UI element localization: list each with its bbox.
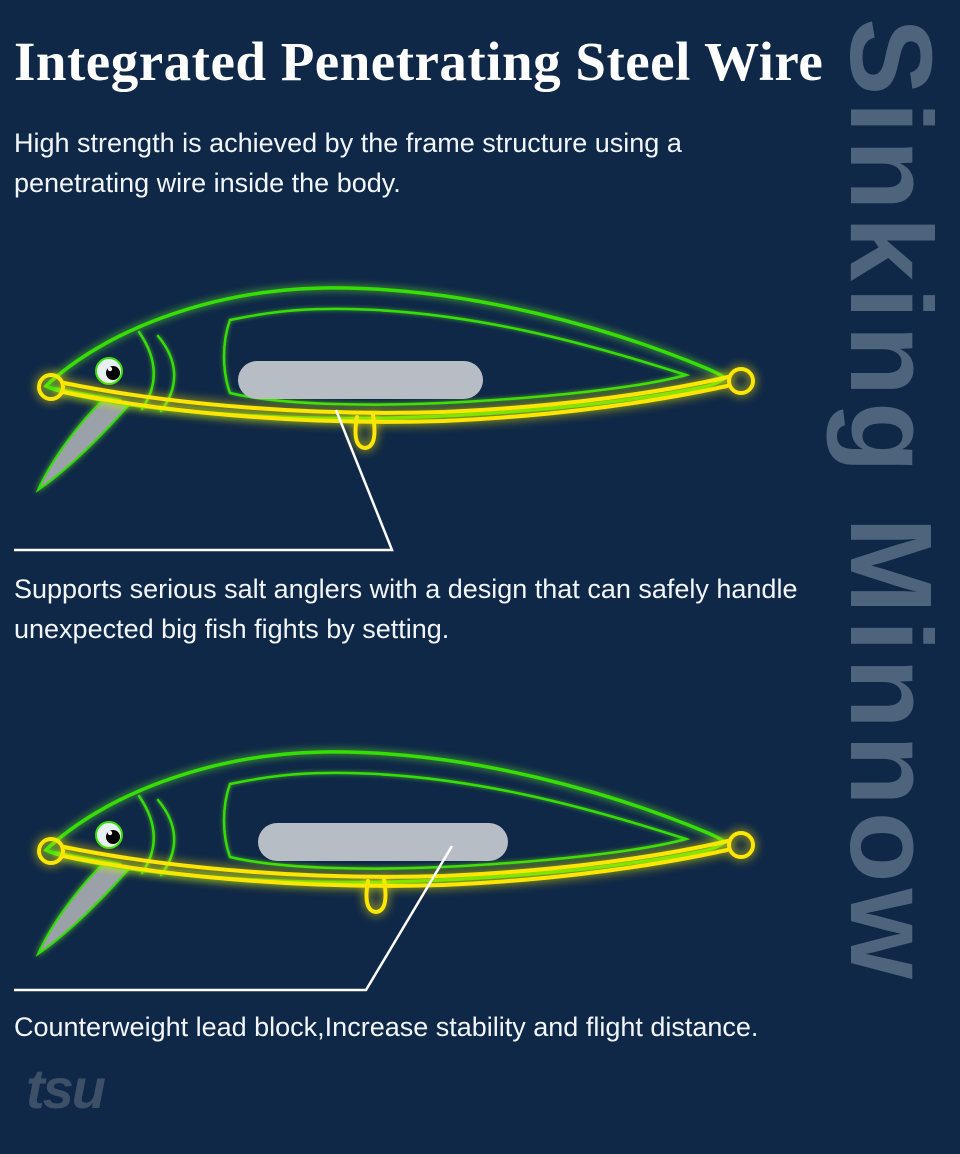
brand-logo: tsu xyxy=(26,1057,106,1120)
pectoral-fin xyxy=(35,862,130,957)
caption-lead-block: Counterweight lead block,Increase stabil… xyxy=(14,1012,759,1042)
mouth-line xyxy=(46,385,122,402)
through-wire-upper xyxy=(62,375,730,415)
intro-text: High strength is achieved by the frame s… xyxy=(14,128,682,198)
rear-wire-loop xyxy=(727,367,755,395)
lure-diagram-through-wire xyxy=(35,286,755,493)
front-wire-loop xyxy=(37,373,65,401)
page-title: Integrated Penetrating Steel Wire xyxy=(14,31,824,92)
rear-wire-loop xyxy=(727,831,755,859)
watermark-sinking-minnow: Sinking Minnow xyxy=(826,18,956,985)
eye-highlight xyxy=(107,366,113,372)
through-wire-lower xyxy=(61,384,729,424)
pectoral-fin xyxy=(35,398,130,493)
gill-line xyxy=(137,330,155,411)
lure-inner-contour xyxy=(222,307,691,406)
lure-diagram-lead-block xyxy=(35,750,755,957)
caption-wire-strength: Supports serious salt anglers with a des… xyxy=(14,574,798,644)
eye-highlight xyxy=(107,830,113,836)
lead-block xyxy=(258,823,508,861)
gill-line xyxy=(156,334,176,413)
lead-block xyxy=(238,361,483,399)
